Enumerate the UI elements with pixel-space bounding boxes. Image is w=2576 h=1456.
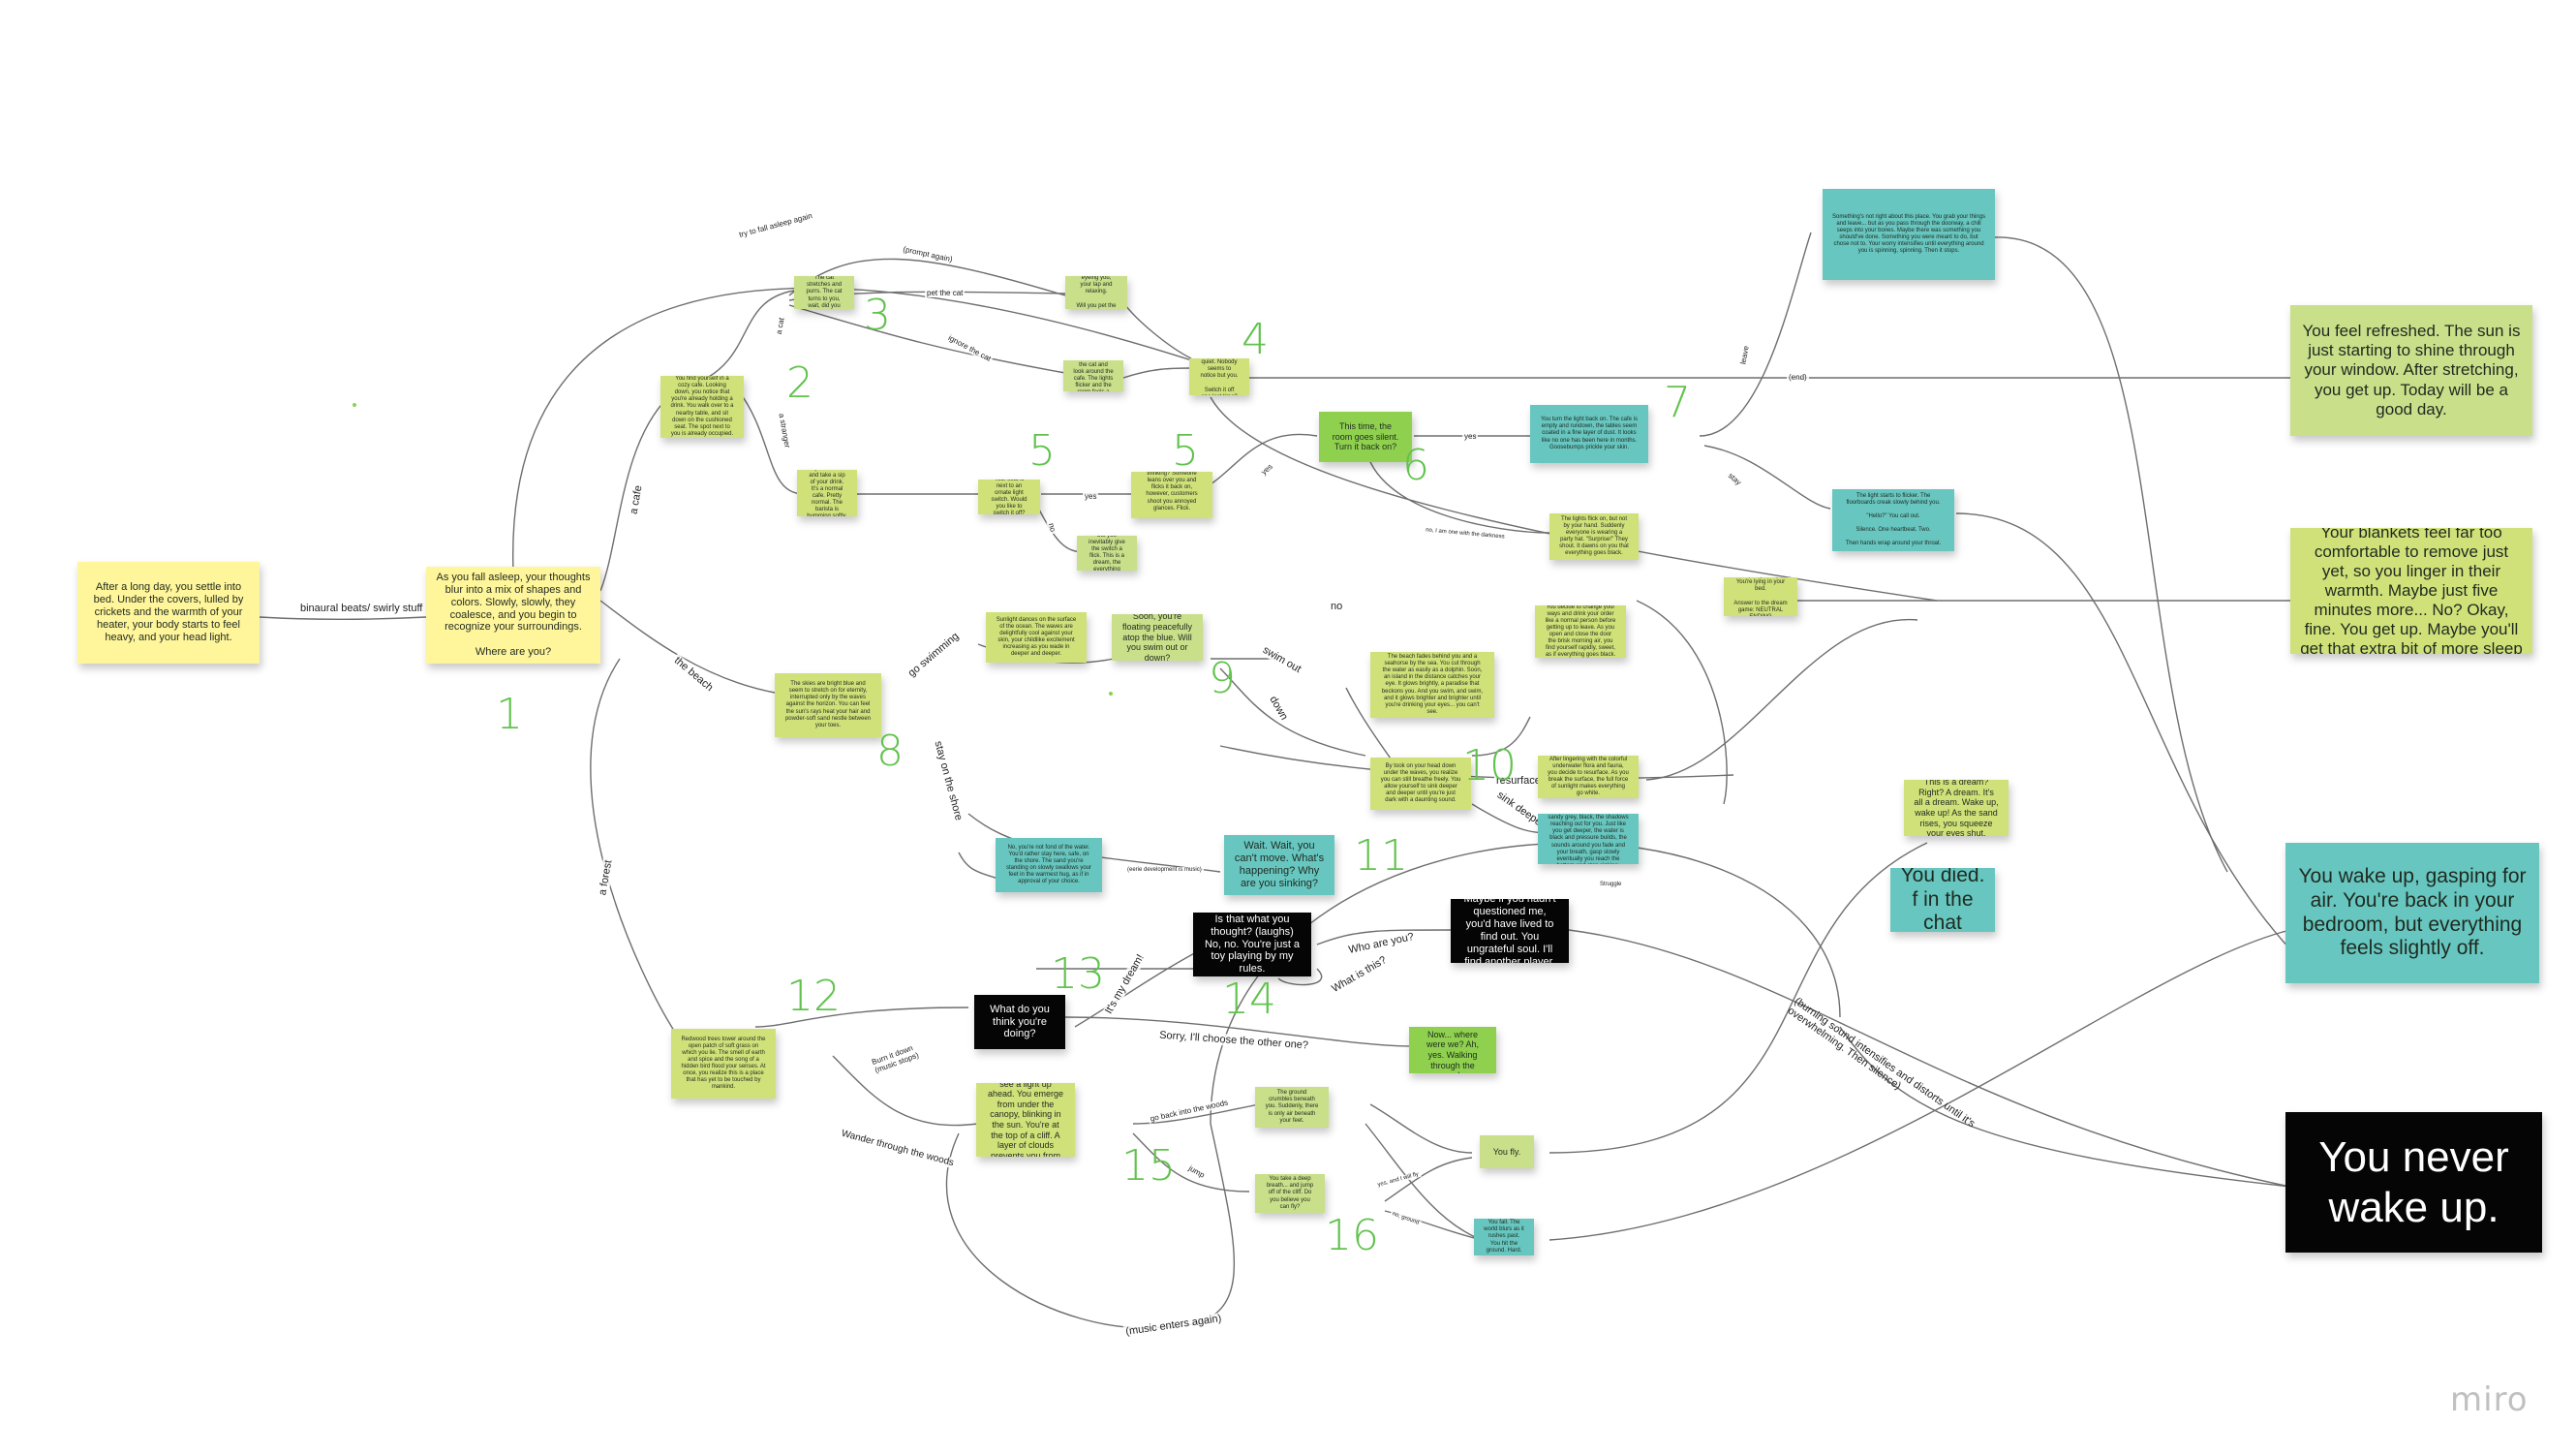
stray-dot bbox=[1109, 692, 1113, 696]
note-better[interactable]: That's better. Now... where were we? Ah,… bbox=[1409, 1027, 1496, 1073]
note-beach[interactable]: The skies are bright blue and seem to st… bbox=[775, 673, 881, 737]
note-crumble[interactable]: The ground crumbles beneath you. Suddenl… bbox=[1255, 1087, 1329, 1128]
step-number-7: 7 bbox=[1664, 378, 1691, 427]
step-number-11: 11 bbox=[1354, 831, 1408, 881]
step-number-12: 12 bbox=[786, 972, 841, 1021]
step-number-4: 4 bbox=[1242, 315, 1269, 364]
note-toy[interactable]: Is that what you thought? (laughs) No, n… bbox=[1193, 913, 1311, 976]
note-cat-ignore[interactable]: Eventually you lose interest in the cat … bbox=[1063, 360, 1123, 391]
note-questioned[interactable]: Maybe if you hadn't questioned me, you'd… bbox=[1451, 899, 1569, 963]
note-sink-deeper[interactable]: Cold dark water brought up sandy grey, b… bbox=[1538, 814, 1639, 864]
note-dream-start[interactable]: As you fall asleep, your thoughts blur i… bbox=[426, 567, 600, 664]
note-swim-out[interactable]: The beach fades behind you and a seahors… bbox=[1370, 652, 1494, 718]
miro-logo: miro bbox=[2450, 1380, 2529, 1419]
note-alone[interactable]: The lights flick on, but not by your han… bbox=[1549, 513, 1639, 560]
note-end-sleep[interactable]: You yawn, rubbing your eyes. Your blanke… bbox=[2290, 528, 2532, 654]
note-swim[interactable]: Sunlight dances on the surface of the oc… bbox=[986, 612, 1087, 663]
label-no-2: no bbox=[1329, 601, 1345, 612]
note-shore[interactable]: No, you're not fond of the water. You'd … bbox=[996, 838, 1102, 892]
label-yes-1: yes bbox=[1083, 492, 1099, 501]
note-fly[interactable]: You fly. bbox=[1480, 1135, 1534, 1168]
step-number-2: 2 bbox=[786, 358, 813, 408]
step-number-9: 9 bbox=[1209, 654, 1236, 703]
note-cat-pet[interactable]: The cat purrs, eyeing you, your lap and … bbox=[1065, 276, 1127, 309]
step-number-14: 14 bbox=[1222, 975, 1276, 1024]
note-dream-right[interactable]: This is a dream? Right? A dream. It's al… bbox=[1904, 780, 2009, 836]
note-wipe[interactable]: You decide to change your ways and drink… bbox=[1535, 605, 1626, 658]
label-end: (end) bbox=[1787, 373, 1809, 382]
note-stay[interactable]: The light starts to flicker. The floorbo… bbox=[1832, 489, 1954, 551]
step-number-5b: 5 bbox=[1172, 426, 1199, 476]
note-fall[interactable]: You fall. The world blurs as it rushes p… bbox=[1474, 1219, 1534, 1255]
note-doing[interactable]: What do you think you're doing? bbox=[974, 995, 1065, 1049]
note-end-refreshed[interactable]: You feel refreshed. The sun is just star… bbox=[2290, 305, 2532, 436]
note-empty-cafe[interactable]: You turn the light back on. The cafe is … bbox=[1530, 405, 1648, 463]
note-end-never[interactable]: You never wake up. bbox=[2285, 1112, 2542, 1253]
label-resurface: resurface bbox=[1494, 775, 1543, 787]
note-deep-breath[interactable]: You take a deep breath... and jump off o… bbox=[1255, 1174, 1325, 1213]
note-resurface[interactable]: After lingering with the colorful underw… bbox=[1538, 756, 1639, 798]
label-struggle: Struggle bbox=[1598, 882, 1624, 887]
label-eerie: (eerie development is music) bbox=[1125, 867, 1204, 873]
note-end-gasp[interactable]: You wake up, gasping for air. You're bac… bbox=[2285, 843, 2539, 983]
step-number-10: 10 bbox=[1462, 741, 1517, 790]
step-number-16: 16 bbox=[1325, 1211, 1379, 1260]
label-binaural: binaural beats/ swirly stuff bbox=[298, 603, 425, 614]
note-cafe[interactable]: You find yourself in a cozy cafe. Lookin… bbox=[660, 376, 744, 438]
step-number-3: 3 bbox=[864, 291, 891, 340]
step-number-1: 1 bbox=[496, 690, 523, 739]
note-forest[interactable]: Redwood trees tower around the open patc… bbox=[671, 1029, 776, 1099]
note-leave[interactable]: Something's not right about this place. … bbox=[1823, 189, 1995, 280]
note-walk[interactable]: You walk for a few minutes. Soon, you se… bbox=[976, 1083, 1075, 1157]
note-light-switch[interactable]: Your seat is next to an ornate light swi… bbox=[978, 480, 1040, 514]
label-yes-3: yes bbox=[1462, 432, 1479, 441]
note-cat[interactable]: It's a cat, what? The cat stretches and … bbox=[794, 276, 854, 309]
step-number-6: 6 bbox=[1402, 441, 1429, 490]
note-float[interactable]: Soon, you're floating peacefully atop th… bbox=[1112, 614, 1203, 661]
note-dark[interactable]: What were you thinking? Someone leans ov… bbox=[1131, 472, 1212, 518]
note-stranger-no[interactable]: You try not to, but you inevitably give … bbox=[1077, 536, 1137, 571]
note-died[interactable]: You died. f in the chat bbox=[1890, 868, 1995, 932]
step-number-15: 15 bbox=[1121, 1141, 1176, 1191]
note-wake-question[interactable]: You open your eyes. You're lying in your… bbox=[1724, 577, 1797, 616]
note-room-quiet[interactable]: The cafe goes quiet. Nobody seems to not… bbox=[1189, 358, 1249, 395]
note-silent[interactable]: This time, the room goes silent. Turn it… bbox=[1319, 412, 1412, 462]
step-number-5a: 5 bbox=[1028, 426, 1056, 476]
step-number-13: 13 bbox=[1051, 949, 1105, 999]
label-pet-cat: pet the cat bbox=[925, 289, 966, 297]
note-down[interactable]: By took on your head down under the wave… bbox=[1370, 758, 1471, 810]
note-stranger[interactable]: You exchange a polite smile and take a s… bbox=[797, 470, 857, 516]
step-number-8: 8 bbox=[876, 727, 904, 776]
note-wait[interactable]: Wait. Wait, you can't move. What's happe… bbox=[1224, 835, 1334, 895]
note-start[interactable]: After a long day, you settle into bed. U… bbox=[77, 562, 260, 664]
stray-dot bbox=[353, 403, 356, 407]
